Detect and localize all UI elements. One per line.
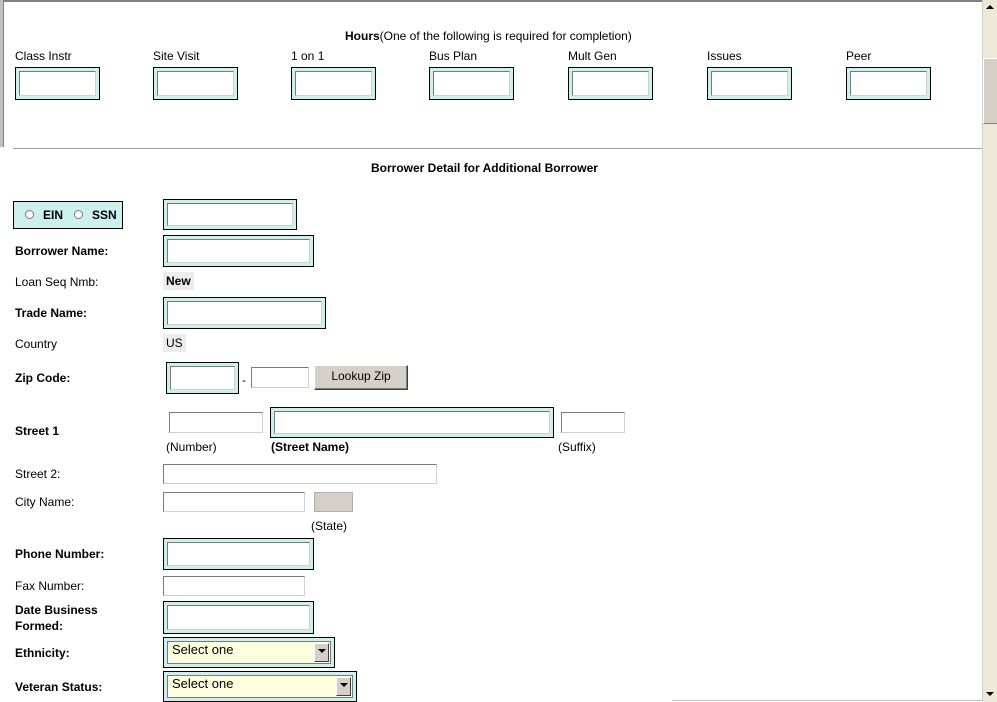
hours-peer-field[interactable] bbox=[846, 67, 931, 100]
zip-code-field[interactable] bbox=[166, 362, 239, 394]
ethnicity-label: Ethnicity: bbox=[15, 646, 70, 660]
hours-site-visit-field[interactable] bbox=[153, 67, 238, 100]
date-formed-label-line2: Formed: bbox=[15, 619, 63, 633]
hours-bus-plan-input[interactable] bbox=[433, 71, 510, 96]
street-suffix-caption: (Suffix) bbox=[558, 440, 596, 454]
zip-extension-input[interactable] bbox=[251, 367, 309, 388]
hours-issues-input[interactable] bbox=[711, 71, 788, 96]
date-formed-label-line1: Date Business bbox=[15, 603, 98, 617]
fax-number-input[interactable] bbox=[163, 576, 305, 596]
date-formed-field[interactable] bbox=[163, 601, 314, 634]
ein-radio[interactable] bbox=[25, 210, 34, 219]
street2-label: Street 2: bbox=[15, 467, 61, 481]
trade-name-input[interactable] bbox=[167, 301, 322, 325]
phone-number-field[interactable] bbox=[163, 538, 314, 570]
city-name-label: City Name: bbox=[15, 495, 75, 509]
street-name-caption: (Street Name) bbox=[271, 440, 350, 454]
country-label: Country bbox=[15, 337, 58, 351]
hours-title: Hours(One of the following is required f… bbox=[345, 29, 632, 43]
tax-id-field[interactable] bbox=[163, 199, 297, 230]
borrower-name-input[interactable] bbox=[167, 239, 310, 263]
ein-label: EIN bbox=[43, 208, 64, 222]
street-name-input[interactable] bbox=[274, 411, 550, 434]
hours-site-visit-input[interactable] bbox=[157, 71, 234, 96]
city-name-input[interactable] bbox=[163, 492, 305, 512]
ssn-radio[interactable] bbox=[74, 210, 83, 219]
veteran-select-wrapper: Select one bbox=[163, 671, 357, 702]
hours-class-instr-field[interactable] bbox=[15, 67, 100, 100]
hours-mult-gen-input[interactable] bbox=[572, 71, 649, 96]
frame-left-edge bbox=[0, 0, 3, 147]
hours-label-bus-plan: Bus Plan bbox=[429, 49, 478, 63]
hours-label-1-on-1: 1 on 1 bbox=[291, 49, 325, 63]
hours-label-issues: Issues bbox=[707, 49, 742, 63]
veteran-select[interactable]: Select one bbox=[167, 675, 353, 698]
street-suffix-input[interactable] bbox=[561, 412, 625, 433]
loan-seq-value: New bbox=[163, 272, 194, 290]
ethnicity-selected-value: Select one bbox=[172, 642, 234, 657]
street-name-field[interactable] bbox=[270, 407, 554, 438]
phone-number-input[interactable] bbox=[167, 542, 310, 566]
chevron-down-icon[interactable] bbox=[314, 643, 329, 662]
zip-code-input[interactable] bbox=[170, 366, 235, 390]
ssn-label: SSN bbox=[92, 208, 117, 222]
phone-number-label: Phone Number: bbox=[15, 547, 105, 561]
trade-name-label: Trade Name: bbox=[15, 306, 88, 320]
hours-peer-input[interactable] bbox=[850, 71, 927, 96]
zip-separator: - bbox=[242, 373, 246, 387]
hours-issues-field[interactable] bbox=[707, 67, 792, 100]
scrollbar-thumb[interactable] bbox=[983, 58, 997, 124]
loan-seq-label: Loan Seq Nmb: bbox=[15, 275, 99, 289]
hours-mult-gen-field[interactable] bbox=[568, 67, 653, 100]
borrower-name-label: Borrower Name: bbox=[15, 244, 109, 258]
veteran-selected-value: Select one bbox=[172, 676, 234, 691]
tax-id-input[interactable] bbox=[167, 203, 293, 226]
hours-label-class-instr: Class Instr bbox=[15, 49, 72, 63]
hours-label-peer: Peer bbox=[846, 49, 872, 63]
vertical-scrollbar[interactable] bbox=[982, 0, 997, 702]
zip-code-label: Zip Code: bbox=[15, 371, 71, 385]
frame-left-edge-shadow bbox=[3, 0, 4, 147]
hours-label-site-visit: Site Visit bbox=[153, 49, 200, 63]
hours-class-instr-input[interactable] bbox=[19, 71, 96, 96]
ethnicity-select[interactable]: Select one bbox=[167, 641, 331, 664]
scroll-up-icon[interactable] bbox=[983, 0, 997, 15]
date-formed-input[interactable] bbox=[167, 605, 310, 630]
section-divider bbox=[13, 148, 982, 150]
hours-1-on-1-input[interactable] bbox=[295, 71, 372, 96]
scroll-down-icon[interactable] bbox=[983, 687, 997, 702]
borrower-name-field[interactable] bbox=[163, 235, 314, 267]
country-value: US bbox=[163, 334, 186, 352]
street2-input[interactable] bbox=[163, 464, 437, 484]
chevron-down-icon[interactable] bbox=[336, 677, 351, 696]
fax-number-label: Fax Number: bbox=[15, 579, 85, 593]
state-caption: (State) bbox=[311, 519, 348, 533]
street1-label: Street 1 bbox=[15, 424, 60, 438]
bottom-divider bbox=[672, 700, 982, 701]
street-number-caption: (Number) bbox=[166, 440, 217, 454]
ethnicity-select-wrapper: Select one bbox=[163, 637, 335, 668]
state-field bbox=[314, 492, 353, 512]
hours-1-on-1-field[interactable] bbox=[291, 67, 376, 100]
section-title: Borrower Detail for Additional Borrower bbox=[371, 161, 598, 175]
street-number-input[interactable] bbox=[169, 412, 263, 433]
veteran-status-label: Veteran Status: bbox=[15, 680, 103, 694]
top-border bbox=[0, 0, 982, 2]
hours-label-mult-gen: Mult Gen bbox=[568, 49, 617, 63]
lookup-zip-button[interactable]: Lookup Zip bbox=[314, 365, 408, 390]
hours-bus-plan-field[interactable] bbox=[429, 67, 514, 100]
id-type-radio-group: EIN SSN bbox=[13, 201, 123, 229]
trade-name-field[interactable] bbox=[163, 297, 326, 329]
